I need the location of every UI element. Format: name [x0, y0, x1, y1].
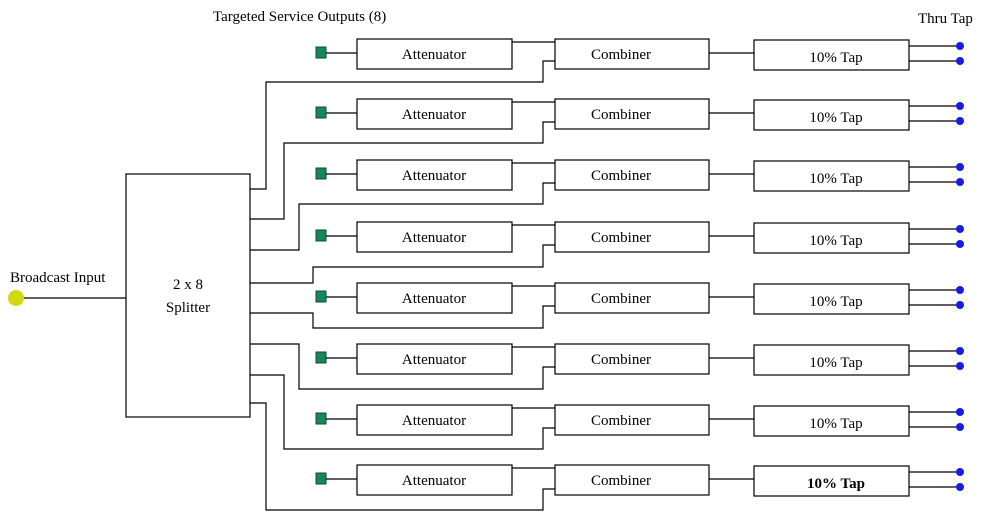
attenuator-box [356, 98, 513, 130]
tap-output-port-icon [956, 240, 964, 248]
splitter-label-line2: Splitter [166, 300, 210, 316]
attenuator-label: Attenuator [402, 230, 466, 246]
thru-output-port-icon [956, 225, 964, 233]
tap-box [753, 405, 910, 437]
splitter-box [125, 173, 251, 418]
targeted-outputs-label: Targeted Service Outputs (8) [213, 9, 386, 25]
thru-output-port-icon [956, 286, 964, 294]
attenuator-box [356, 38, 513, 70]
combiner-label: Combiner [591, 352, 651, 368]
targeted-port-icon [315, 290, 327, 303]
tap-output-port-icon [956, 301, 964, 309]
attenuator-label: Attenuator [402, 352, 466, 368]
splitter-output-line [250, 343, 555, 390]
targeted-port-icon [315, 351, 327, 364]
thru-output-port-icon [956, 42, 964, 50]
combiner-label: Combiner [591, 168, 651, 184]
thru-tap-label: Thru Tap [918, 11, 973, 27]
tap-label: 10% Tap [809, 50, 862, 66]
tap-box [753, 99, 910, 131]
thru-output-port-icon [956, 408, 964, 416]
tap-label: 10% Tap [809, 171, 862, 187]
tap-output-port-icon [956, 57, 964, 65]
splitter-output-line [250, 374, 555, 450]
combiner-label: Combiner [591, 107, 651, 123]
attenuator-label: Attenuator [402, 291, 466, 307]
combiner-box [554, 404, 710, 436]
attenuator-box [356, 159, 513, 191]
combiner-label: Combiner [591, 413, 651, 429]
splitter-label-line1: 2 x 8 [173, 277, 203, 293]
combiner-box [554, 343, 710, 375]
tap-label: 10% Tap [809, 294, 862, 310]
tap-box [753, 465, 910, 497]
targeted-port-icon [315, 46, 327, 59]
combiner-label: Combiner [591, 291, 651, 307]
thru-output-port-icon [956, 102, 964, 110]
targeted-port-icon [315, 106, 327, 119]
attenuator-box [356, 404, 513, 436]
tap-box [753, 283, 910, 315]
splitter-output-line [250, 305, 555, 329]
attenuator-label: Attenuator [402, 168, 466, 184]
tap-box [753, 160, 910, 192]
tap-output-port-icon [956, 362, 964, 370]
tap-box [753, 39, 910, 71]
combiner-box [554, 159, 710, 191]
attenuator-label: Attenuator [402, 413, 466, 429]
broadcast-input-label: Broadcast Input [10, 270, 106, 286]
splitter-output-line [250, 182, 555, 251]
tap-output-port-icon [956, 117, 964, 125]
targeted-port-icon [315, 472, 327, 485]
tap-label: 10% Tap [809, 355, 862, 371]
targeted-port-icon [315, 167, 327, 180]
attenuator-box [356, 221, 513, 253]
thru-output-port-icon [956, 347, 964, 355]
targeted-port-icon [315, 412, 327, 425]
combiner-label: Combiner [591, 473, 651, 489]
attenuator-box [356, 282, 513, 314]
splitter-output-line [250, 244, 555, 284]
tap-output-port-icon [956, 178, 964, 186]
tap-box [753, 344, 910, 376]
targeted-port-icon [315, 229, 327, 242]
tap-output-port-icon [956, 483, 964, 491]
tap-box [753, 222, 910, 254]
tap-label: 10% Tap [807, 476, 865, 492]
thru-output-port-icon [956, 163, 964, 171]
tap-label: 10% Tap [809, 110, 862, 126]
attenuator-label: Attenuator [402, 473, 466, 489]
tap-label: 10% Tap [809, 416, 862, 432]
attenuator-label: Attenuator [402, 107, 466, 123]
splitter-output-line [250, 121, 555, 220]
splitter-output-line [250, 402, 555, 511]
combiner-label: Combiner [591, 47, 651, 63]
attenuator-label: Attenuator [402, 47, 466, 63]
combiner-box [554, 464, 710, 496]
combiner-box [554, 38, 710, 70]
combiner-label: Combiner [591, 230, 651, 246]
combiner-box [554, 282, 710, 314]
tap-label: 10% Tap [809, 233, 862, 249]
tap-output-port-icon [956, 423, 964, 431]
thru-output-port-icon [956, 468, 964, 476]
combiner-box [554, 98, 710, 130]
broadcast-input-port [8, 290, 24, 306]
attenuator-box [356, 464, 513, 496]
attenuator-box [356, 343, 513, 375]
combiner-box [554, 221, 710, 253]
splitter-output-line [250, 60, 555, 190]
